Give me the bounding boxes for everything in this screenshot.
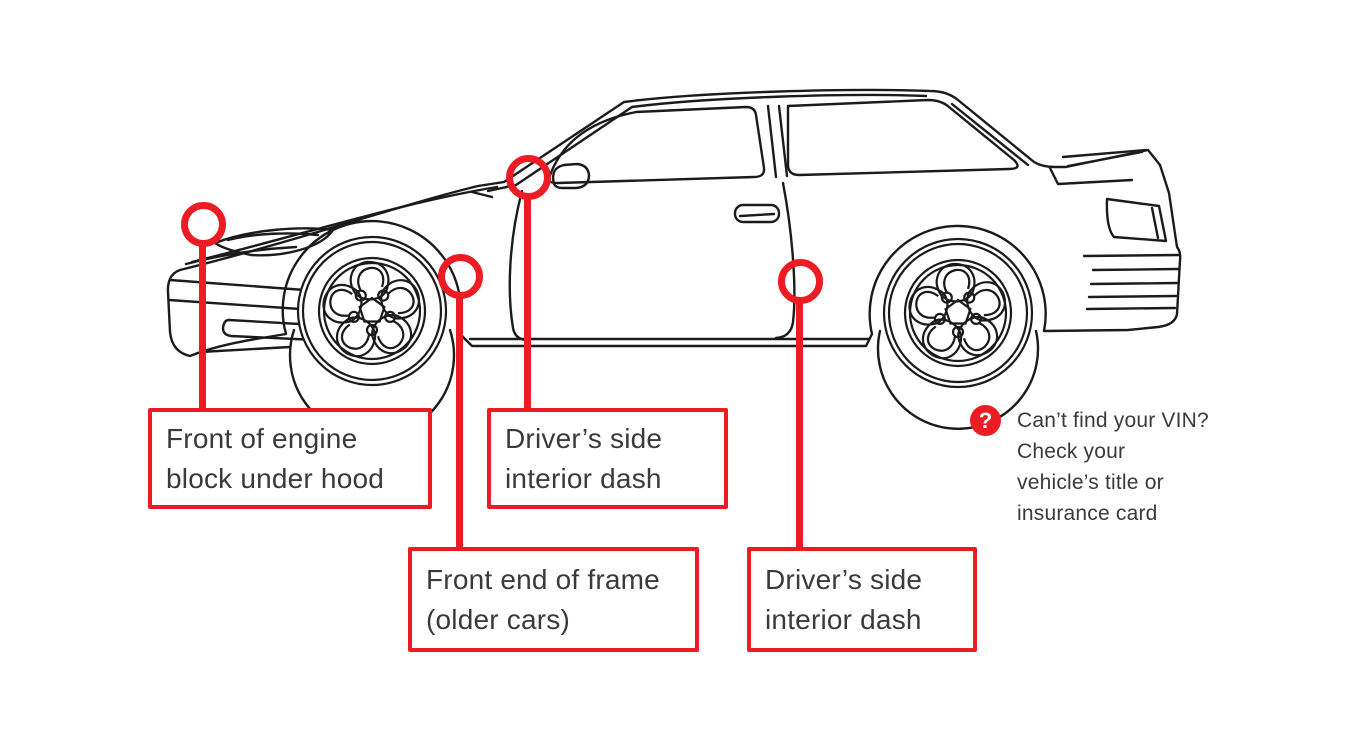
vin-label-text: Front end of frame (older cars) (426, 563, 660, 635)
connector-line-frame-front (456, 294, 463, 551)
connector-line-engine-block (199, 240, 206, 412)
vin-label-text: Driver’s side interior dash (765, 563, 923, 635)
vin-label-box-frame-front: Front end of frame (older cars) (408, 547, 699, 652)
question-mark-icon[interactable]: ? (970, 405, 1001, 436)
connector-line-dash-windshield (524, 196, 531, 412)
vin-marker-circle-dash-windshield (506, 155, 551, 200)
car-body (166, 88, 1182, 439)
help-note: ? Can’t find your VIN? Check your vehicl… (970, 405, 1209, 529)
connector-line-dash-door (796, 299, 803, 551)
vin-marker-circle-dash-door (778, 259, 823, 304)
vin-label-box-dash-windshield: Driver’s side interior dash (487, 408, 728, 509)
help-note-text: Can’t find your VIN? Check your vehicle’… (1017, 409, 1209, 525)
vin-label-box-dash-door: Driver’s side interior dash (747, 547, 977, 652)
vin-label-box-engine-block: Front of engine block under hood (148, 408, 432, 509)
rear-wheel (882, 237, 1034, 389)
front-wheel (296, 235, 448, 387)
vin-label-text: Front of engine block under hood (166, 422, 385, 494)
vin-label-text: Driver’s side interior dash (505, 422, 663, 494)
vin-marker-circle-frame-front (438, 254, 483, 299)
vin-marker-circle-engine-block (181, 202, 226, 247)
